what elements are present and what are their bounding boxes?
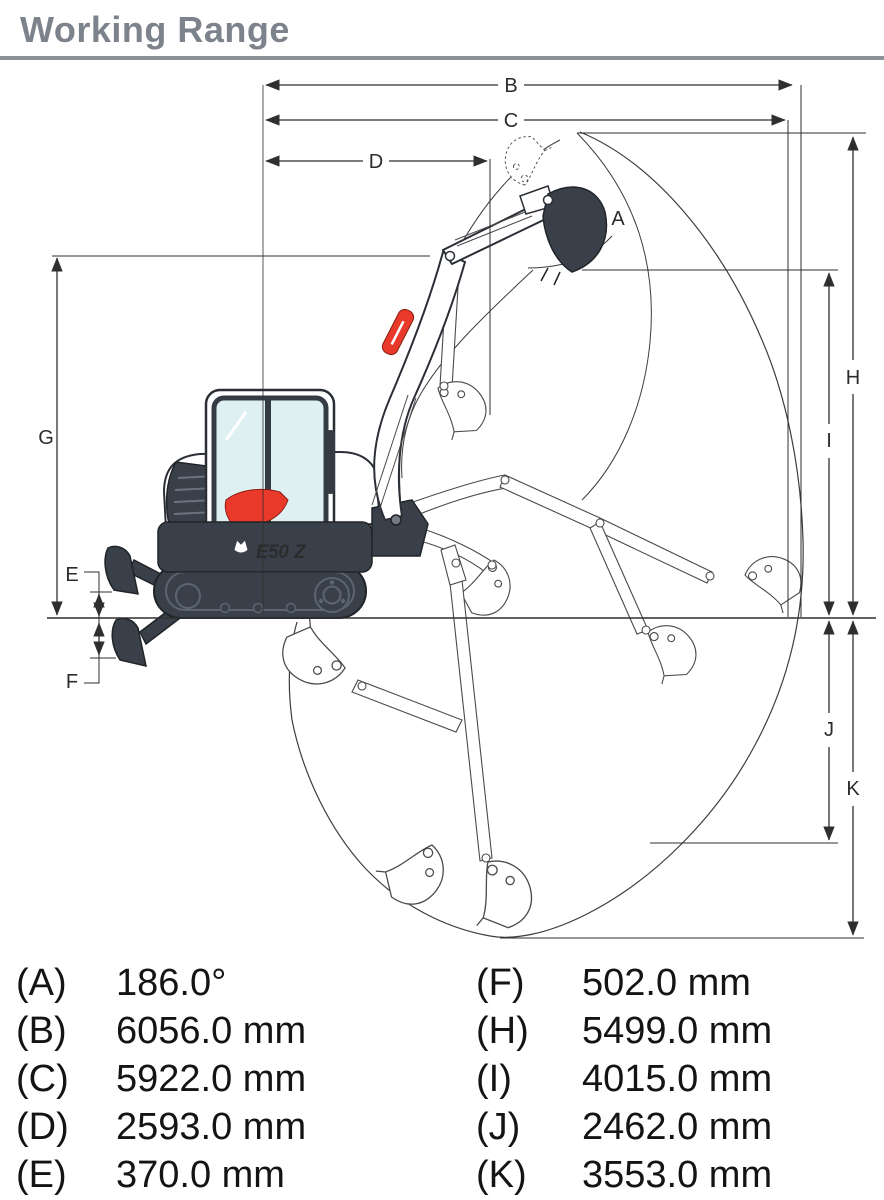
spec-col-left: (A) 186.0° (B) 6056.0 mm (C) 5922.0 mm (… bbox=[0, 959, 442, 1199]
spec-value: 6056.0 mm bbox=[116, 1010, 307, 1052]
spec-row-a: (A) 186.0° bbox=[0, 959, 442, 1007]
title-divider bbox=[0, 56, 884, 60]
spec-value: 5922.0 mm bbox=[116, 1058, 307, 1100]
dim-label-e: E bbox=[65, 564, 78, 586]
dim-label-g: G bbox=[38, 427, 54, 449]
spec-row-h: (H) 5499.0 mm bbox=[442, 1007, 884, 1055]
spec-label: (A) bbox=[16, 962, 67, 1004]
bucket-teeth bbox=[540, 267, 561, 286]
main-bucket bbox=[542, 186, 608, 273]
main-boom-arm bbox=[371, 185, 608, 526]
arm-cylinder bbox=[454, 209, 533, 247]
excavator-illustration: E50 Z bbox=[104, 185, 608, 667]
door-handle bbox=[326, 430, 335, 494]
dim-label-i: I bbox=[826, 430, 832, 452]
dim-label-k: K bbox=[846, 778, 860, 800]
envelope-inner-arc-right bbox=[576, 132, 652, 501]
page-header: Working Range bbox=[0, 0, 884, 62]
spec-value: 3553.0 mm bbox=[582, 1154, 773, 1196]
bobcat-logo-icon bbox=[234, 540, 248, 553]
spec-label: (C) bbox=[16, 1058, 69, 1100]
joint-pins bbox=[357, 381, 715, 863]
spec-label: (H) bbox=[476, 1010, 529, 1052]
spec-col-right: (F) 502.0 mm (H) 5499.0 mm (I) 4015.0 mm… bbox=[442, 959, 884, 1199]
working-range-diagram: E50 Z bbox=[38, 74, 876, 939]
spec-row-b: (B) 6056.0 mm bbox=[0, 1007, 442, 1055]
lower-frame bbox=[157, 499, 429, 573]
track-undercarriage bbox=[153, 563, 367, 619]
spec-row-d: (D) 2593.0 mm bbox=[0, 1103, 442, 1151]
spec-row-f: (F) 502.0 mm bbox=[442, 959, 884, 1007]
spec-label: (K) bbox=[476, 1154, 527, 1196]
boom-decal bbox=[381, 308, 415, 356]
dim-label-c: C bbox=[504, 110, 518, 132]
dimension-spec-list: (A) 186.0° (B) 6056.0 mm (C) 5922.0 mm (… bbox=[0, 953, 884, 1199]
spec-value: 4015.0 mm bbox=[582, 1058, 773, 1100]
dim-label-a: A bbox=[611, 208, 625, 230]
spec-value: 502.0 mm bbox=[582, 962, 751, 1004]
spec-label: (J) bbox=[476, 1106, 521, 1148]
glass-reflection bbox=[224, 411, 248, 441]
dim-label-d: D bbox=[369, 151, 383, 173]
spec-label: (I) bbox=[476, 1058, 512, 1100]
spec-value: 2462.0 mm bbox=[582, 1106, 773, 1148]
spec-value: 186.0° bbox=[116, 962, 227, 1004]
model-logo-e50: E50 bbox=[256, 542, 289, 563]
page-title: Working Range bbox=[20, 9, 290, 50]
blade-dimension-ef bbox=[84, 571, 116, 684]
spec-value: 370.0 mm bbox=[116, 1154, 285, 1196]
envelope-mid-arc bbox=[401, 269, 534, 479]
spec-label: (D) bbox=[16, 1106, 69, 1148]
spec-row-e: (E) 370.0 mm bbox=[0, 1151, 442, 1199]
dim-label-b: B bbox=[504, 75, 517, 97]
spec-label: (B) bbox=[16, 1010, 67, 1052]
dimension-lines bbox=[47, 79, 876, 939]
red-accent-stripe bbox=[224, 488, 289, 525]
spec-value: 5499.0 mm bbox=[582, 1010, 773, 1052]
envelope-outer-curve bbox=[288, 131, 804, 938]
dim-label-f: F bbox=[66, 671, 78, 693]
spec-value: 2593.0 mm bbox=[116, 1106, 307, 1148]
spec-row-i: (I) 4015.0 mm bbox=[442, 1055, 884, 1103]
spec-row-c: (C) 5922.0 mm bbox=[0, 1055, 442, 1103]
dim-labels: B C D A G H I J K E F bbox=[38, 75, 860, 800]
dim-label-backgrounds bbox=[363, 74, 524, 171]
spec-row-j: (J) 2462.0 mm bbox=[442, 1103, 884, 1151]
dim-label-j: J bbox=[824, 719, 834, 741]
model-logo-z: Z bbox=[293, 542, 307, 563]
spec-label: (F) bbox=[476, 962, 525, 1004]
spec-label: (E) bbox=[16, 1154, 67, 1196]
boom-cylinder bbox=[371, 394, 417, 509]
spec-row-k: (K) 3553.0 mm bbox=[442, 1151, 884, 1199]
dim-label-h: H bbox=[846, 367, 860, 389]
